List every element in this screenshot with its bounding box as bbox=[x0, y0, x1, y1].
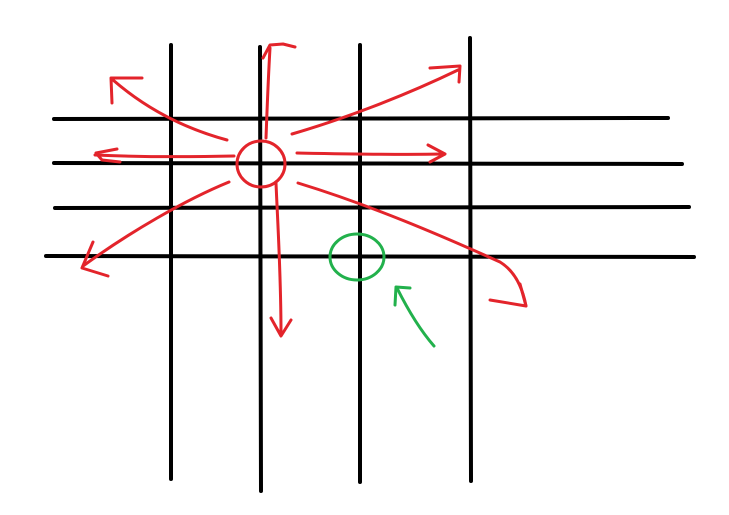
red-markings bbox=[80, 42, 528, 338]
grid-vertical-line-2 bbox=[258, 45, 263, 493]
red-circle-icon bbox=[235, 139, 287, 189]
red-arrow-down-left-icon bbox=[80, 180, 231, 278]
green-markings bbox=[328, 232, 436, 348]
red-arrow-right-icon bbox=[295, 143, 447, 164]
red-arrow-down-icon bbox=[269, 181, 293, 338]
red-arrow-down-right-icon bbox=[296, 181, 528, 308]
grid-vertical-line-4 bbox=[468, 36, 473, 483]
grid-horizontal-line-2 bbox=[52, 161, 684, 166]
grid-lines bbox=[44, 36, 696, 493]
red-arrow-up-right-icon bbox=[290, 64, 462, 136]
red-arrow-up-icon bbox=[261, 42, 297, 140]
red-arrow-up-left-icon bbox=[109, 76, 229, 142]
red-arrow-left-icon bbox=[93, 147, 236, 164]
green-circle-icon bbox=[328, 232, 386, 282]
grid-horizontal-line-4 bbox=[44, 254, 696, 259]
green-arrow-up-left-icon bbox=[393, 285, 436, 348]
